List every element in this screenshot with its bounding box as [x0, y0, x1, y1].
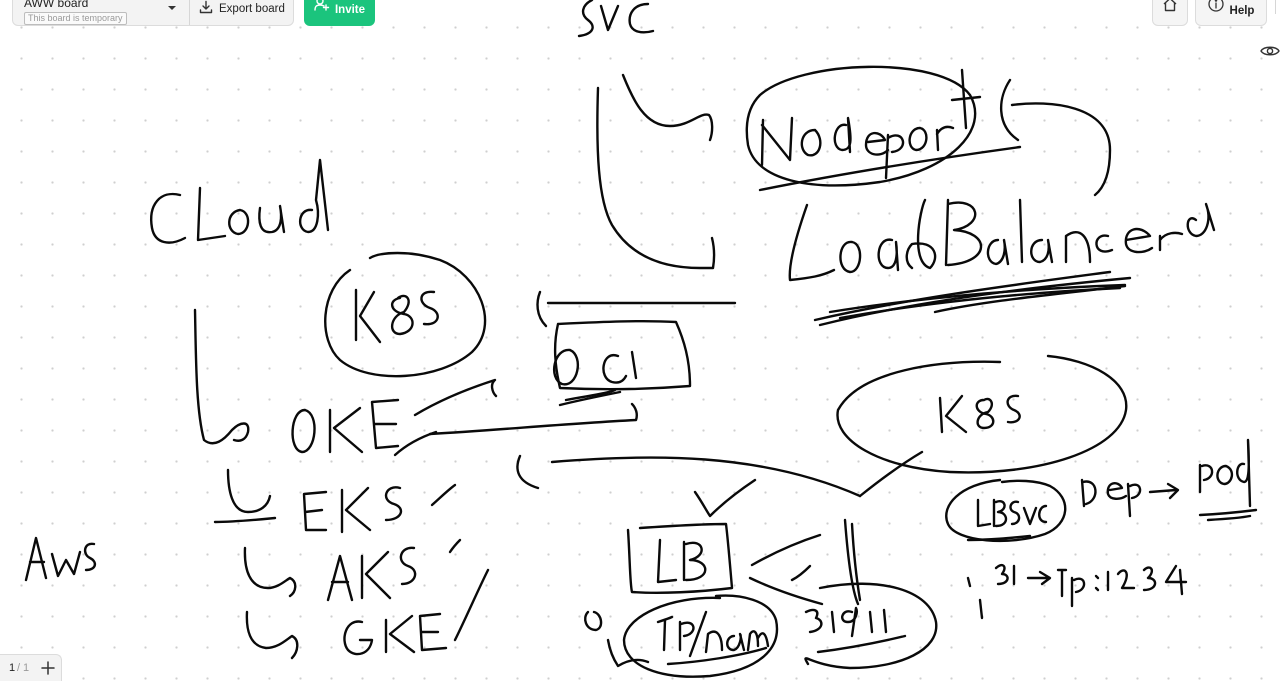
board-temporary-badge: This board is temporary	[24, 12, 127, 25]
ink-cloud-list	[193, 308, 638, 457]
download-icon	[199, 0, 213, 19]
ink-oci	[536, 290, 737, 407]
ink-nodeport	[745, 65, 1022, 192]
current-page-number: 1	[9, 662, 16, 674]
ink-load-balancer	[788, 198, 1216, 282]
total-page-count: 1	[23, 662, 30, 674]
ink-ip-name	[584, 594, 779, 678]
export-board-button[interactable]: Export board	[199, 0, 285, 21]
ink-cloud-word	[150, 158, 330, 244]
ink-gke	[245, 568, 490, 660]
home-button[interactable]	[1152, 0, 1188, 26]
help-label: Help	[1229, 5, 1255, 17]
page-navigator: 1 / 1	[0, 654, 62, 681]
chevron-down-icon[interactable]	[165, 1, 179, 15]
ink-k8s-right	[836, 354, 1128, 474]
ink-aks	[243, 538, 462, 602]
board-toolbar: AWW board This board is temporary Export…	[12, 0, 294, 26]
ink-eks	[213, 468, 457, 534]
ink-nodeport-loop	[999, 78, 1112, 197]
page-separator: /	[17, 662, 21, 674]
ink-svc-arrows	[596, 73, 716, 270]
plus-icon[interactable]	[40, 660, 56, 676]
ink-lb-scribble	[813, 270, 1132, 327]
ink-lbsvc	[945, 438, 1258, 543]
toolbar-divider	[189, 0, 190, 25]
invite-button[interactable]: Invite	[304, 0, 375, 26]
ink-port-31911	[804, 518, 938, 670]
export-board-label: Export board	[219, 3, 285, 15]
ink-k8s-left	[324, 251, 487, 378]
invite-label: Invite	[334, 4, 366, 16]
home-icon	[1162, 0, 1178, 17]
help-button[interactable]: Help	[1195, 0, 1267, 26]
ink-aws	[24, 536, 97, 582]
ink-svc-word	[577, 0, 655, 38]
toolbar-edge-divider	[1275, 0, 1276, 14]
ink-lb	[626, 478, 824, 606]
ink-k8s-lb-connector	[516, 450, 924, 498]
add-user-icon	[314, 0, 330, 16]
board-title[interactable]: AWW board	[24, 0, 89, 10]
eye-icon[interactable]	[1260, 43, 1280, 59]
info-icon	[1207, 0, 1224, 17]
ink-ip-port	[966, 563, 1188, 620]
